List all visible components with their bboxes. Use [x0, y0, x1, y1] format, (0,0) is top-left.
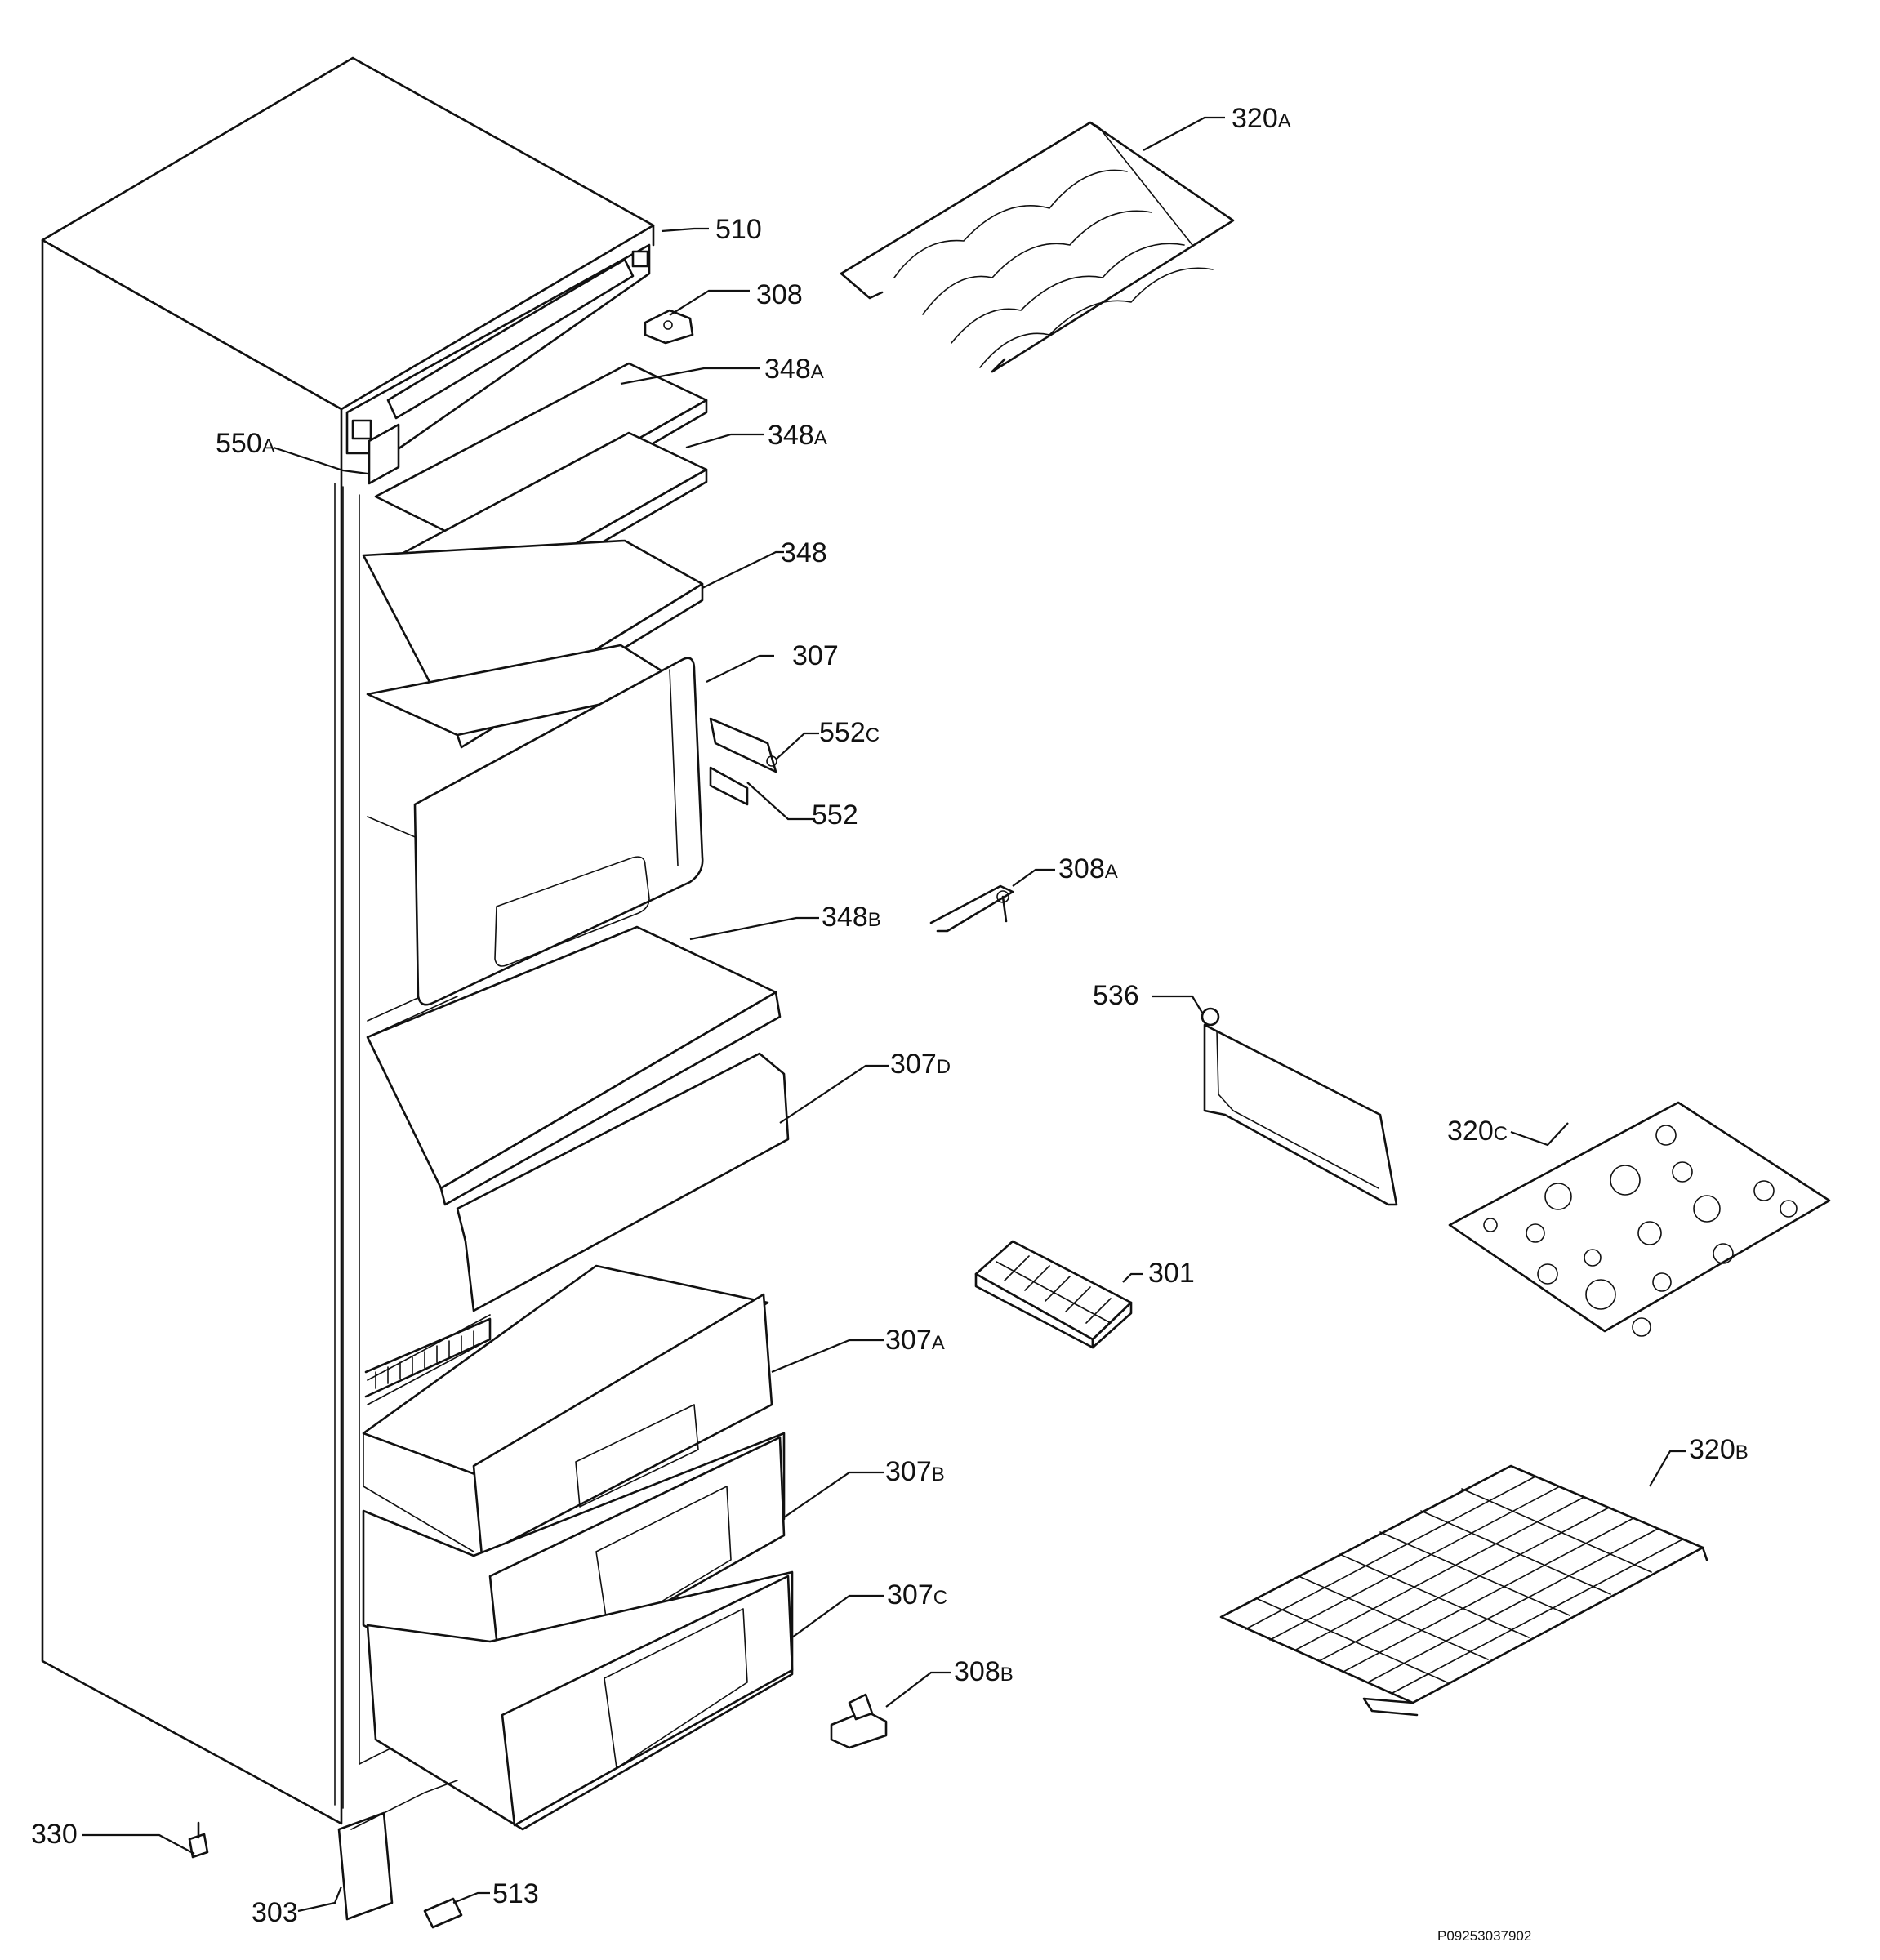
callout-308: 308: [756, 279, 803, 310]
callout-348b: 348B: [822, 902, 881, 933]
divider-536: [1201, 1007, 1398, 1206]
callout-550a: 550A: [216, 428, 275, 459]
leader-lines: [82, 116, 1686, 1913]
hinge-308: [644, 309, 694, 345]
freezer-flap-307: [413, 657, 704, 1006]
callout-308a: 308A: [1058, 853, 1118, 884]
control-panel: [345, 243, 651, 455]
callout-303: 303: [252, 1897, 298, 1928]
callout-307a: 307A: [885, 1325, 945, 1356]
cold-plate-320c: [1448, 1101, 1831, 1337]
hinge-308b: [830, 1693, 888, 1749]
callout-348: 348: [781, 537, 827, 568]
hinge-pin-552c: [709, 717, 777, 773]
callout-307d: 307D: [890, 1049, 951, 1080]
callout-330: 330: [31, 1819, 78, 1850]
callout-320a: 320A: [1232, 103, 1291, 134]
wire-shelf-320b: [1219, 1464, 1708, 1717]
shelf-348b: [366, 925, 782, 1206]
callout-320c: 320C: [1447, 1116, 1508, 1147]
ice-tray-301: [974, 1240, 1133, 1349]
callout-labels: 320A 510 308 348A 550A 348A 348 307 552C…: [31, 103, 1749, 1928]
callout-307c: 307C: [887, 1579, 947, 1610]
document-id: P09253037902: [1437, 1928, 1531, 1944]
clip-513: [423, 1897, 463, 1929]
foot-330: [188, 1821, 209, 1859]
light-cover-550a: [368, 423, 400, 485]
hinge-308a: [929, 884, 1014, 933]
callout-510: 510: [715, 214, 762, 245]
callout-552: 552: [812, 800, 858, 831]
callout-307b: 307B: [885, 1456, 945, 1487]
callout-552c: 552C: [819, 717, 880, 748]
callout-301: 301: [1148, 1258, 1195, 1289]
callout-308b: 308B: [954, 1656, 1014, 1687]
drawer-307a: [362, 1264, 773, 1557]
callout-307: 307: [792, 640, 839, 671]
callout-320b: 320B: [1689, 1434, 1749, 1465]
cabinet-body: [41, 56, 655, 1825]
basket-307d: [456, 1052, 790, 1312]
plinth-303: [337, 1780, 458, 1921]
drawer-307c: [366, 1570, 794, 1831]
callout-348a-lower: 348A: [768, 420, 827, 451]
wine-rack-320a: [840, 121, 1235, 373]
rear-vent-grille: [364, 1317, 492, 1398]
callout-348a-upper: 348A: [764, 354, 824, 385]
callout-536: 536: [1093, 980, 1139, 1011]
callout-513: 513: [492, 1878, 539, 1909]
hinge-pin-552: [709, 766, 749, 806]
